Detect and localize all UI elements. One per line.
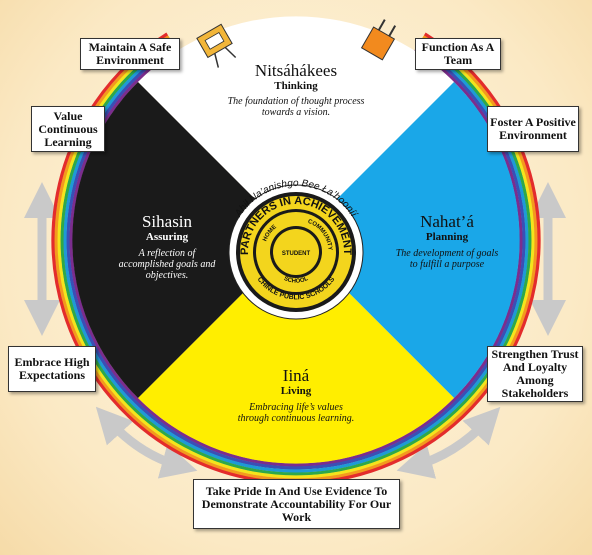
planning-description: The development of goals to fulfill a pu… (395, 248, 499, 270)
box-label: Maintain A Safe Environment (88, 40, 172, 67)
box-label: Embrace High Expectations (14, 355, 90, 382)
quadrant-living-label: Iiná Living Embracing life’s values thro… (236, 366, 356, 425)
box-embrace-high-expectations: Embrace High Expectations (8, 346, 96, 392)
thinking-subtitle: Thinking (274, 80, 318, 92)
planning-name: Nahat’á (420, 212, 474, 231)
quadrant-assuring (72, 82, 296, 398)
band-yellow (57, 37, 535, 479)
box-strengthen-trust-loyalty: Strengthen Trust And Loyalty Among Stake… (487, 346, 583, 402)
box-label: Value Continuous Learning (38, 108, 98, 149)
assuring-subtitle: Assuring (145, 231, 189, 243)
band-green (60, 40, 532, 476)
quadrant-assuring-label: Sihasin Assuring A reflection of accompl… (112, 212, 222, 282)
quadrant-planning (296, 82, 520, 398)
quadrant-thinking (138, 16, 454, 241)
box-foster-positive-environment: Foster A Positive Environment (487, 106, 579, 152)
quadrant-thinking-label: Nitsáhákees Thinking The foundation of t… (226, 61, 366, 119)
box-label: Take Pride In And Use Evidence To Demons… (201, 483, 392, 524)
rainbow-ring (51, 32, 541, 485)
left-plug-icon (196, 23, 237, 68)
living-name: Iiná (282, 366, 310, 385)
lower-left-double-arrow (95, 406, 198, 479)
assuring-description: A reflection of accomplished goals and o… (118, 248, 216, 281)
seal: Ahił Na’anishgo Bee Łaʼhooníí PARTNERS I… (228, 178, 364, 320)
band-blue (63, 42, 529, 473)
planning-subtitle: Planning (425, 231, 469, 243)
quadrant-living (138, 240, 454, 464)
seal-school-text: SCHOOL (283, 276, 310, 285)
box-value-continuous-learning: Value Continuous Learning (31, 106, 105, 152)
box-function-as-team: Function As A Team (415, 38, 501, 70)
cycle-arrows (24, 182, 566, 479)
quadrant-planning-label: Nahat’á Planning The development of goal… (392, 212, 502, 271)
box-take-pride-evidence: Take Pride In And Use Evidence To Demons… (193, 479, 400, 529)
right-plug-icon (360, 19, 397, 61)
seal-student-text: STUDENT (282, 251, 311, 257)
box-maintain-safe-environment: Maintain A Safe Environment (80, 38, 180, 70)
band-violet (69, 47, 523, 467)
lower-right-double-arrow (396, 406, 501, 479)
box-label: Foster A Positive Environment (490, 115, 576, 142)
quadrants (72, 16, 520, 464)
thinking-name: Nitsáhákees (254, 61, 338, 80)
living-subtitle: Living (280, 385, 312, 397)
box-label: Function As A Team (421, 40, 495, 67)
band-indigo (66, 45, 526, 470)
thinking-description: The foundation of thought process toward… (227, 96, 365, 118)
assuring-name: Sihasin (141, 212, 193, 231)
box-label: Strengthen Trust And Loyalty Among Stake… (491, 347, 579, 400)
living-description: Embracing life’s values through continuo… (237, 402, 355, 424)
